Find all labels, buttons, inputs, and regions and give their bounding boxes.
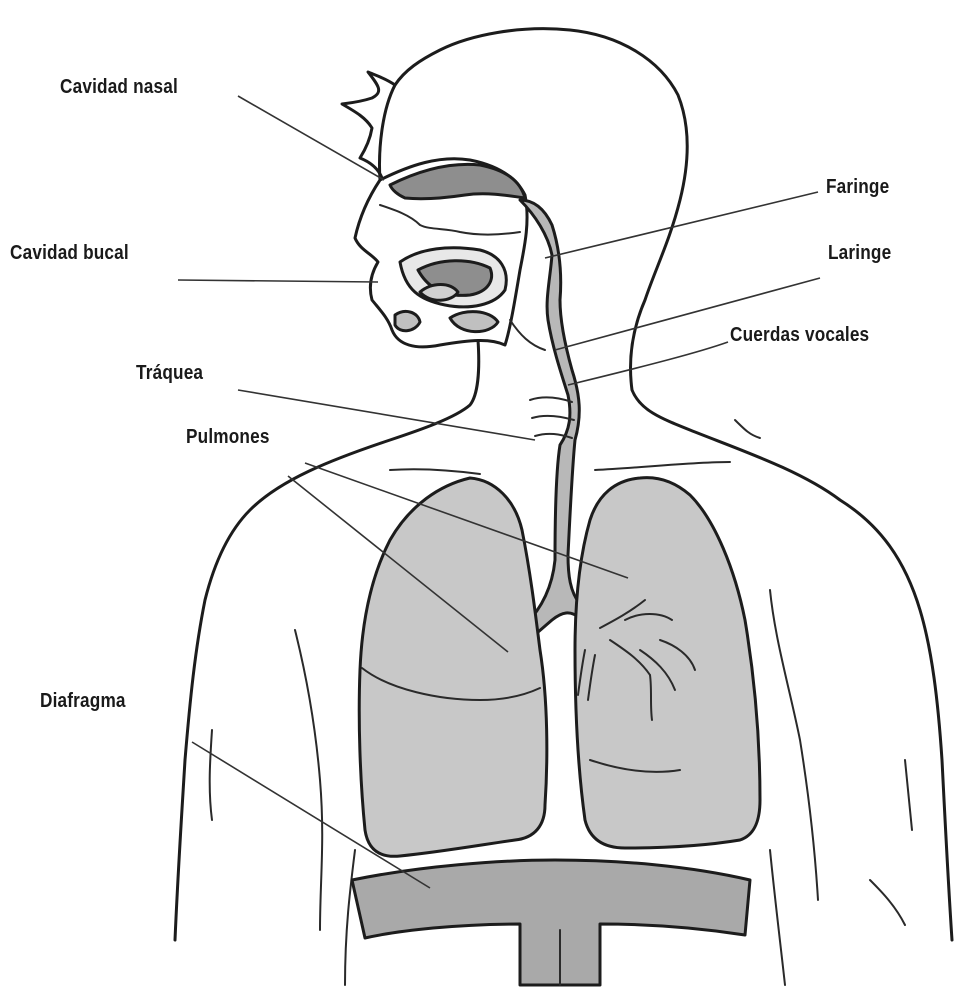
label-pulmones: Pulmones: [186, 426, 270, 449]
leader-traquea: [238, 390, 535, 440]
leader-cavidad-nasal: [238, 96, 384, 180]
label-faringe: Faringe: [826, 176, 889, 199]
label-traquea: Tráquea: [136, 362, 203, 385]
diaphragm: [352, 860, 750, 985]
label-cavidad-bucal: Cavidad bucal: [10, 242, 129, 265]
left-lung: [359, 478, 547, 856]
leader-faringe: [545, 192, 818, 258]
leader-cuerdas-vocales: [568, 342, 728, 385]
label-cavidad-nasal: Cavidad nasal: [60, 76, 178, 99]
label-laringe: Laringe: [828, 242, 891, 265]
leader-cavidad-bucal: [178, 280, 378, 282]
label-cuerdas-vocales: Cuerdas vocales: [730, 324, 869, 347]
oral-cavity: [395, 248, 506, 332]
right-lung: [575, 478, 760, 848]
label-diafragma: Diafragma: [40, 690, 126, 713]
